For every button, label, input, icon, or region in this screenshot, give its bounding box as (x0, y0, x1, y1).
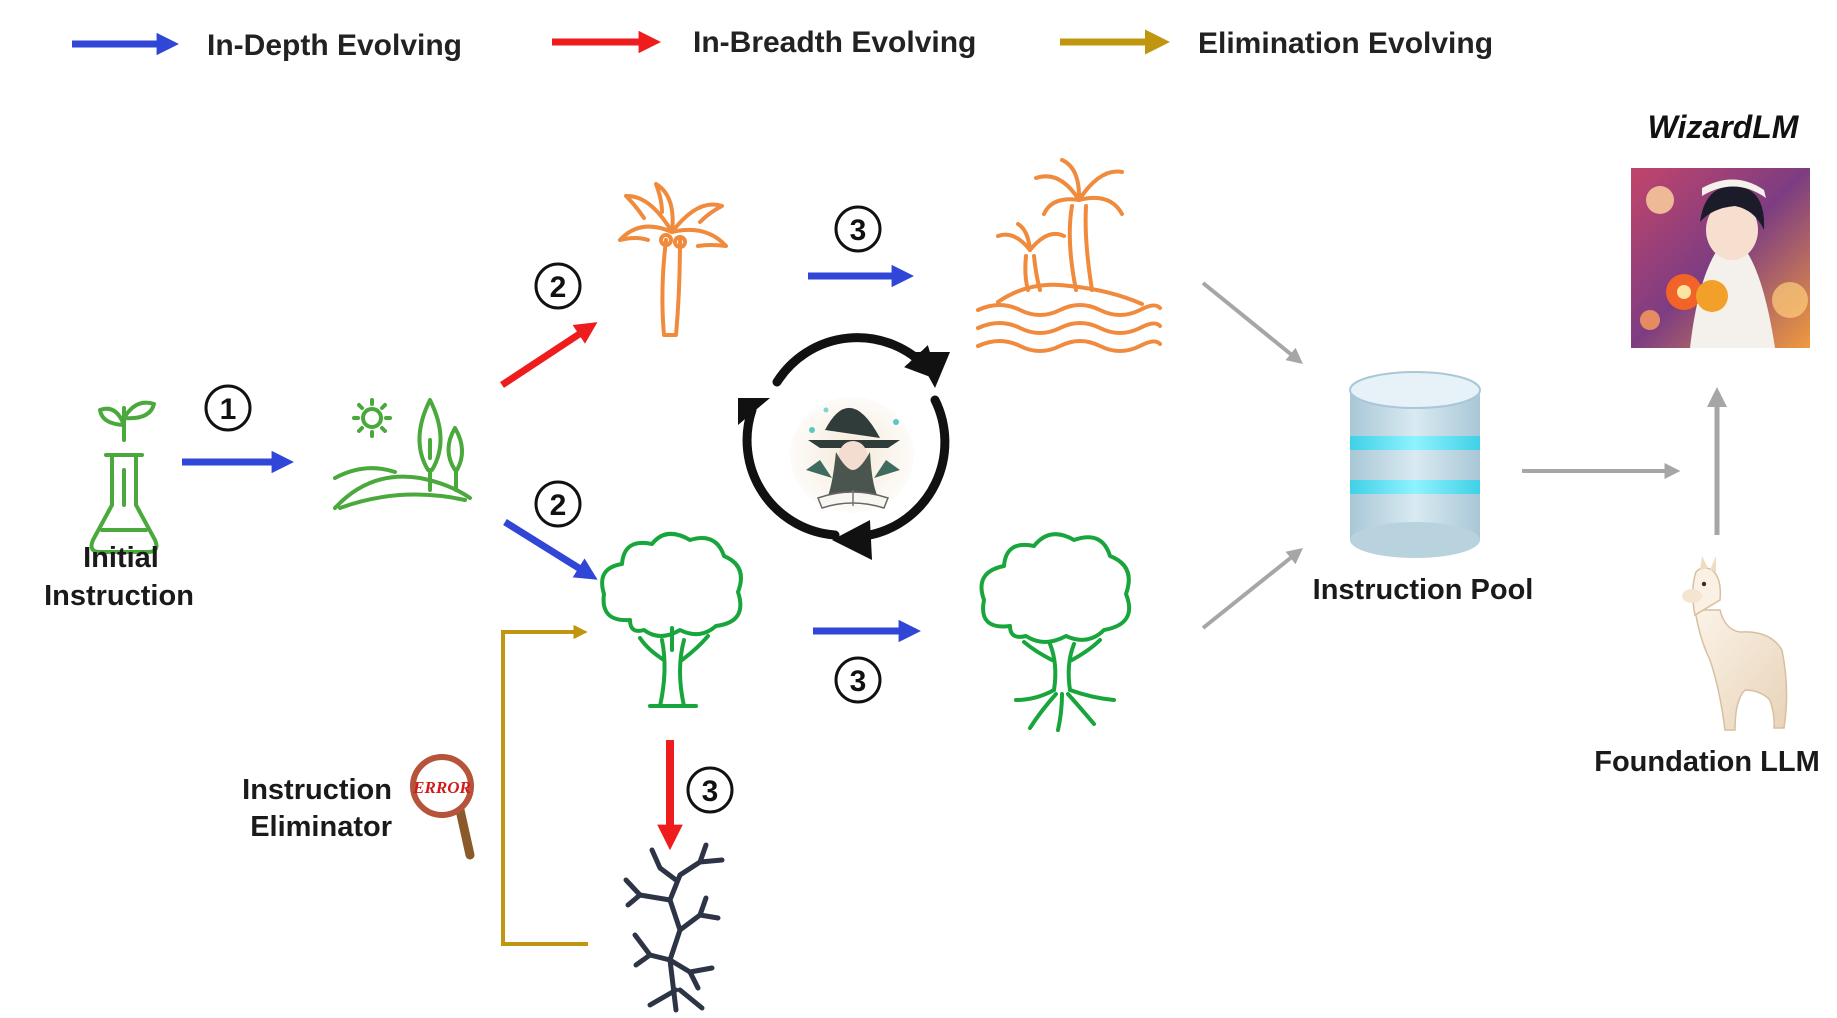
wizardlm-title: WizardLM (1648, 109, 1800, 145)
step-number: 2 (550, 489, 567, 522)
cycle-arrowhead (832, 520, 872, 560)
step-number: 1 (220, 393, 237, 426)
step-badge-2-top: 2 (534, 262, 582, 310)
legend-item-elimination: Elimination Evolving (1060, 27, 1493, 60)
step-badge-3-middle: 3 (834, 656, 882, 704)
error-stamp: ERROR (412, 778, 471, 797)
island-icon (976, 158, 1162, 353)
sprout-flask-icon (89, 400, 159, 554)
instruction-eliminator-label-line1: Instruction (242, 774, 392, 806)
elimination-feedback-arrow (501, 624, 588, 946)
initial-instruction-label-line1: Initial (83, 542, 159, 574)
in-breadth-arrow-step2 (500, 322, 598, 388)
in-depth-arrow-step2 (503, 519, 598, 580)
wizardlm-portrait (1631, 168, 1810, 348)
alpaca-icon (1682, 556, 1788, 731)
flow-arrow-to-pool-top (1201, 281, 1303, 365)
legend-label-in-breadth: In-Breadth Evolving (693, 26, 976, 59)
cycle-arrowhead (738, 398, 770, 425)
legend-label-elimination: Elimination Evolving (1198, 27, 1493, 60)
cycle-arrowhead (915, 352, 950, 388)
legend-item-in-depth: In-Depth Evolving (72, 29, 462, 62)
database-icon (1349, 371, 1481, 558)
step-number: 3 (702, 775, 719, 808)
step-badge-1: 1 (204, 384, 252, 432)
step-number: 3 (850, 665, 867, 698)
rooted-tree-icon (979, 532, 1132, 732)
magnifier-icon: ERROR (410, 754, 475, 860)
step-badge-2-bottom: 2 (534, 480, 582, 528)
instruction-pool-label: Instruction Pool (1313, 574, 1534, 606)
landscape-icon (333, 398, 472, 510)
withered-tree-icon (623, 842, 725, 1013)
cycle-icon (742, 333, 950, 540)
instruction-eliminator-label-line2: Eliminator (250, 811, 392, 843)
palm-tree-icon (618, 182, 728, 337)
initial-instruction-label-line2: Instruction (44, 580, 194, 612)
wizard-icon (790, 397, 914, 513)
legend: In-Depth Evolving In-Breadth Evolving El… (72, 26, 1493, 62)
legend-item-in-breadth: In-Breadth Evolving (552, 26, 976, 59)
legend-label-in-depth: In-Depth Evolving (207, 29, 462, 62)
step-badge-3-top: 3 (834, 205, 882, 253)
tree-icon (600, 532, 743, 708)
step-badge-3-bottom: 3 (686, 766, 734, 814)
step-number: 2 (550, 271, 567, 304)
flow-arrow-to-pool-bottom (1201, 548, 1303, 630)
step-number: 3 (850, 214, 867, 247)
foundation-llm-label: Foundation LLM (1594, 746, 1820, 778)
